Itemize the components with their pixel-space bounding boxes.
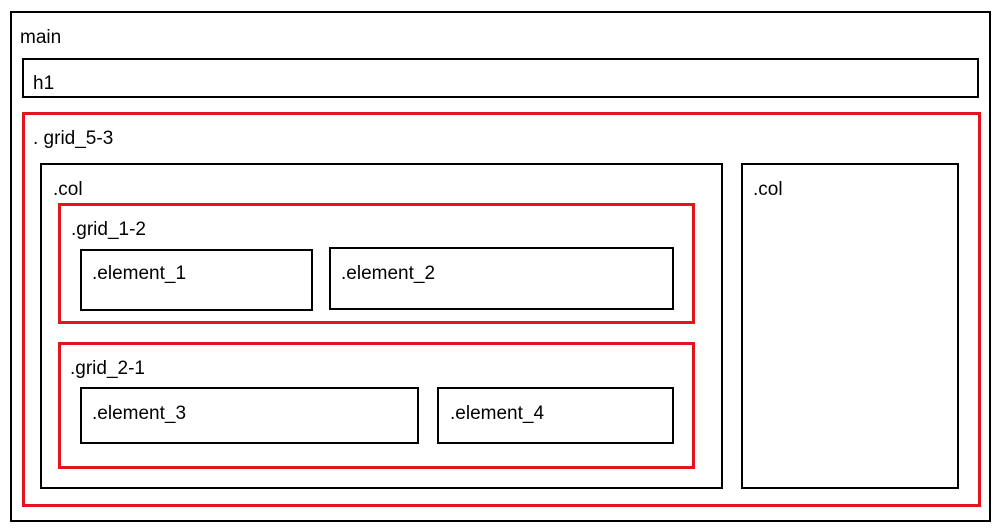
main-label: main <box>20 27 62 48</box>
grid-5-3-label: . grid_5-3 <box>33 128 114 149</box>
col-right-label: .col <box>753 179 783 200</box>
grid-1-2-box <box>58 203 695 324</box>
h1-box <box>22 58 979 98</box>
h1-label: h1 <box>33 73 55 94</box>
element-3-box <box>80 387 419 444</box>
element-1-box <box>80 249 313 311</box>
col-left-label: .col <box>53 179 83 200</box>
grid-5-3-box <box>22 112 981 507</box>
element-2-label: .element_2 <box>341 263 436 284</box>
grid-2-1-label: .grid_2-1 <box>70 358 145 379</box>
element-1-label: .element_1 <box>92 263 187 284</box>
element-4-box <box>437 387 674 444</box>
col-left-box <box>40 163 723 489</box>
main-box <box>10 11 991 522</box>
element-4-label: .element_4 <box>450 403 545 424</box>
element-3-label: .element_3 <box>92 403 187 424</box>
grid-1-2-label: .grid_1-2 <box>71 219 146 240</box>
element-2-box <box>329 247 674 310</box>
grid-2-1-box <box>58 342 695 469</box>
col-right-box <box>741 163 959 489</box>
